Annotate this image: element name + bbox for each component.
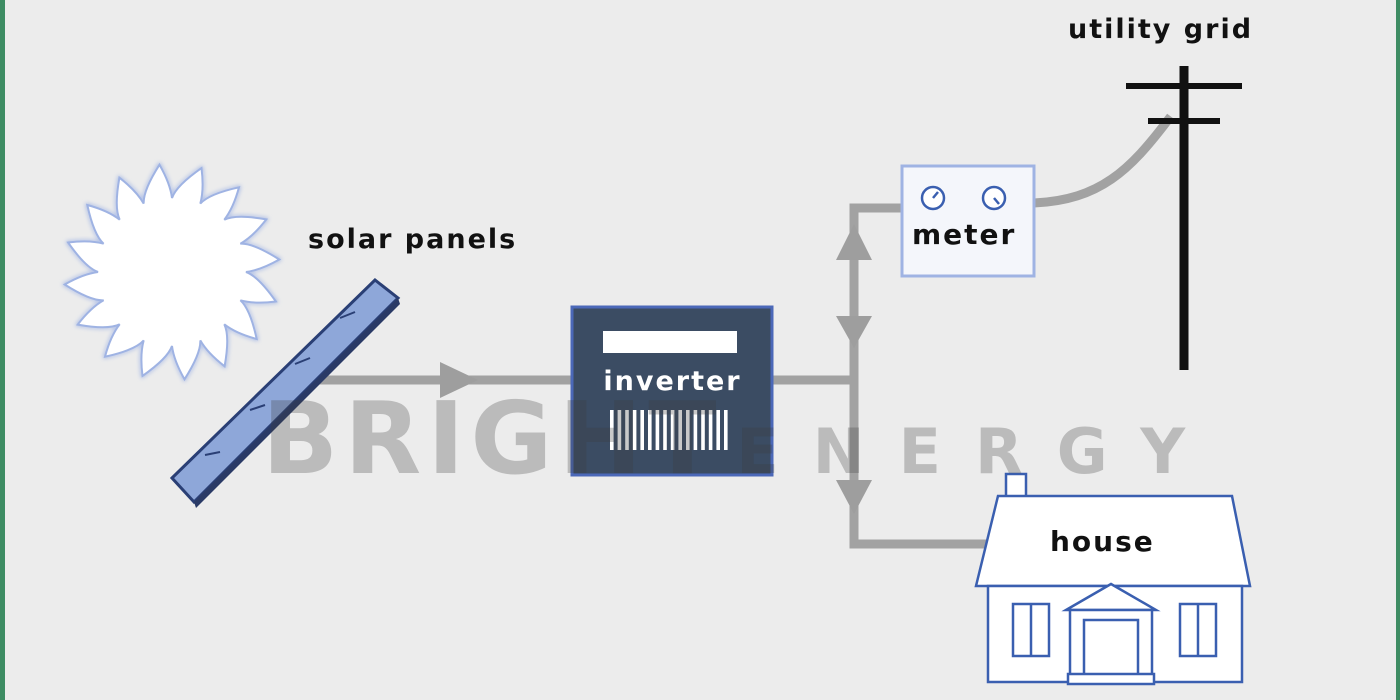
vent-bar [648,410,652,450]
label-inverter: inverter [603,366,742,397]
meter-icon [900,164,1036,278]
vent-bar [617,410,622,450]
vent-bar [686,410,690,450]
meter-to-grid-wire [1029,113,1175,208]
vent-bar [678,410,682,450]
right-border [1396,0,1400,700]
vent-bar [724,410,728,450]
vent-bar [625,410,629,450]
house-icon [974,472,1252,686]
inverter-icon [570,305,774,477]
flow-arrows [440,224,872,514]
vent-bar [632,410,637,450]
sun-icon [61,161,283,383]
vent-bar [670,410,675,450]
vent-bar [693,410,698,450]
label-house: house [1050,525,1155,558]
label-solar-panels: solar panels [308,224,518,255]
vent-bar [655,410,660,450]
vent-bar [610,410,614,450]
arrow-down-icon [836,316,872,348]
vent-bar [708,410,713,450]
arrow-right-icon [440,362,478,398]
label-utility-grid: utility grid [1068,14,1254,45]
inverter-vents [610,410,728,450]
vent-bar [663,410,667,450]
solar-panel-icon [169,278,401,508]
arrow-up-icon [836,224,872,260]
vent-bar [640,410,644,450]
left-border [0,0,5,700]
arrow-down-icon-2 [836,480,872,514]
vent-bar [716,410,720,450]
label-meter: meter [912,218,1017,251]
utility-pole-icon [1126,66,1242,370]
vent-bar [701,410,705,450]
